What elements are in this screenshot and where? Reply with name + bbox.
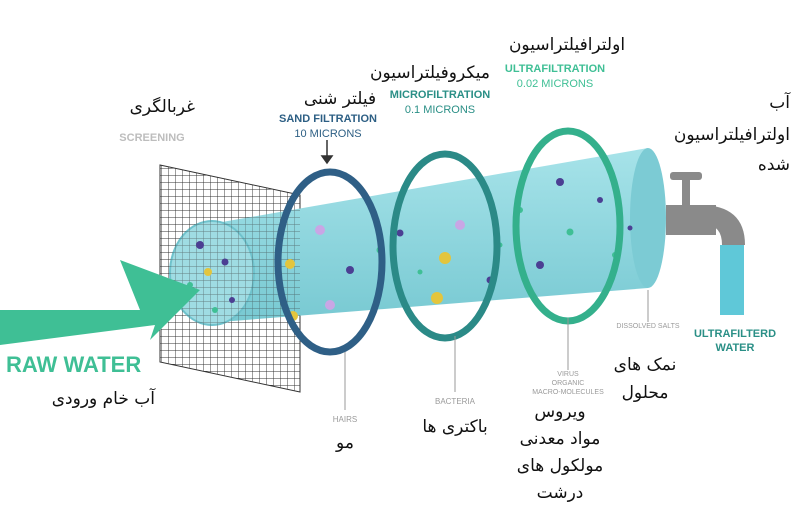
raw-water-label-en: RAW WATER xyxy=(6,352,141,377)
virus-label-en-3: MACRO-MOLECULES xyxy=(532,389,604,396)
micro-label-size: 0.1 MICRONS xyxy=(405,104,475,116)
ultra-label-fa: اولترافیلتراسیون xyxy=(509,35,625,55)
ultra-label-en: ULTRAFILTRATION xyxy=(505,63,605,75)
virus-label-en-1: VIRUS xyxy=(557,371,579,378)
virus-label-fa-2: مواد معدنی xyxy=(520,429,601,449)
ultra-label-size: 0.02 MICRONS xyxy=(517,78,593,90)
bacteria-label-fa: باکتری ها xyxy=(422,417,487,437)
salts-label-fa-2: محلول xyxy=(622,383,669,403)
sand-label-en: SAND FILTRATION xyxy=(279,113,377,125)
sand-label-size: 10 MICRONS xyxy=(294,128,361,140)
sand-label-fa: فیلتر شنی xyxy=(304,89,376,109)
virus-label-en-2: ORGANIC xyxy=(552,380,585,387)
output-label-fa-1: آب xyxy=(769,91,791,113)
faucet-icon xyxy=(666,172,745,315)
raw-water-label-fa: آب خام ورودی xyxy=(52,387,157,409)
output-label-fa-3: شده xyxy=(758,155,790,175)
leader-lines xyxy=(344,290,649,410)
screening-label-en: SCREENING xyxy=(119,132,184,144)
virus-label-fa-4: درشت xyxy=(537,483,584,503)
sand-filter-ring xyxy=(274,168,386,356)
raw-water-arrow-icon xyxy=(0,260,200,345)
virus-label-fa-3: مولکول های xyxy=(517,456,603,476)
down-arrow-icon xyxy=(320,140,334,165)
output-label-en-1: ULTRAFILTERD xyxy=(694,328,776,340)
screening-label-fa: غربالگری xyxy=(130,96,196,117)
salts-label-en: DISSOLVED SALTS xyxy=(616,323,679,330)
micro-label-fa: میکروفیلتراسیون xyxy=(370,63,490,83)
output-label-fa-2: اولترافیلتراسیون xyxy=(674,125,790,145)
micro-filter-ring xyxy=(389,150,501,342)
screening-mesh-front xyxy=(160,165,300,392)
bacteria-label-en: BACTERIA xyxy=(435,397,476,406)
hairs-label-fa: مو xyxy=(335,433,354,453)
output-label-en-2: WATER xyxy=(716,342,755,354)
hairs-label-en: HAIRS xyxy=(333,415,357,424)
salts-label-fa-1: نمک های xyxy=(614,355,677,375)
micro-label-en: MICROFILTRATION xyxy=(390,89,490,101)
virus-label-fa-1: ویروس xyxy=(534,402,585,422)
